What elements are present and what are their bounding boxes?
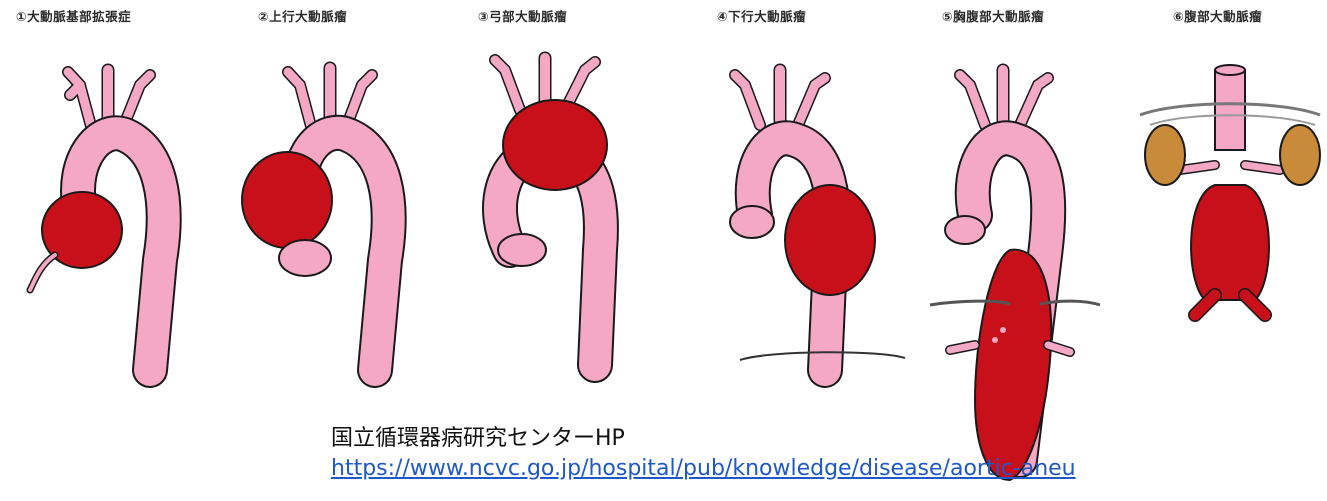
source-link[interactable]: https://www.ncvc.go.jp/hospital/pub/know… <box>331 456 1327 481</box>
aorta-illustration-6 <box>1140 65 1320 315</box>
aorta-illustration-2 <box>242 68 389 370</box>
aorta-illustration-5 <box>930 70 1100 480</box>
aorta-illustration-4 <box>730 70 905 370</box>
aorta-illustration-1 <box>30 70 164 370</box>
source-credit: 国立循環器病研究センターHP <box>331 420 625 452</box>
aorta-illustration-3 <box>495 58 607 365</box>
